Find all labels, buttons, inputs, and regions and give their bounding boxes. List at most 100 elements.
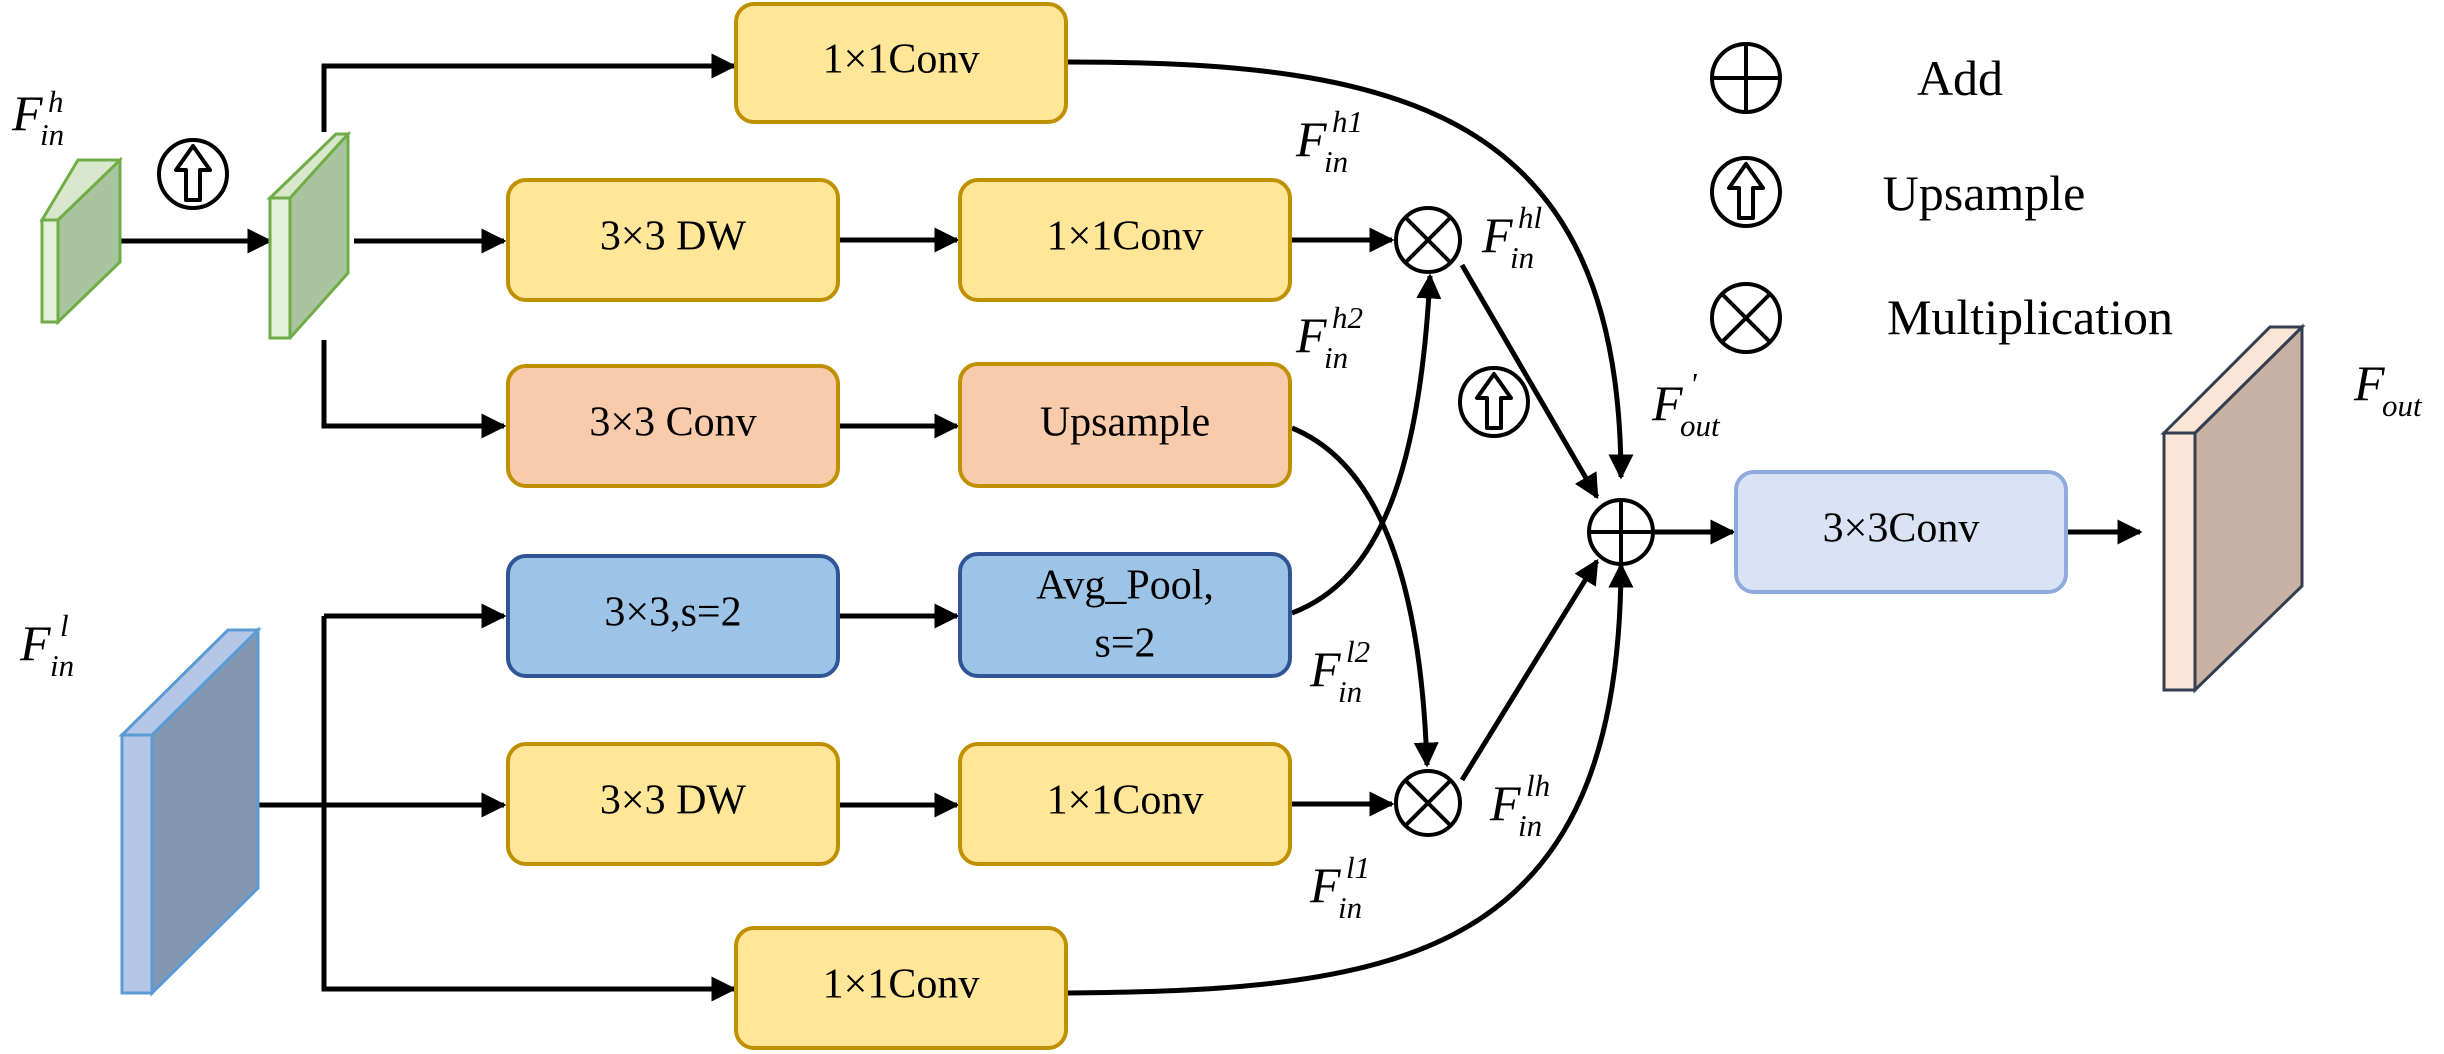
circle-plus-icon <box>1712 44 1780 112</box>
legend: Add Upsample Multiplication <box>1710 42 2173 354</box>
label-f-in-l-main: F <box>19 615 51 671</box>
label-f-in-l1-sub: in <box>1338 890 1362 925</box>
label-f-in-l1: F l1 in <box>1309 850 1370 925</box>
box-upsample-h-rect <box>958 362 1292 488</box>
circle-times-icon <box>1403 215 1453 265</box>
label-f-in-lh-sub: in <box>1518 808 1542 843</box>
label-f-in-hl: F hl in <box>1481 200 1542 275</box>
box-conv1x1-h-label: 1×1Conv <box>1047 214 1204 260</box>
label-f-in-h1-sup: h1 <box>1332 104 1363 139</box>
box-conv-s2-l: 3×3,s=2 <box>506 554 840 678</box>
tensor-input-l <box>118 626 262 997</box>
label-f-in-l2-sub: in <box>1338 674 1362 709</box>
upsample-icon-hl <box>1458 366 1530 438</box>
label-f-in-h1-sub: in <box>1324 144 1348 179</box>
box-conv1x1-top-label: 1×1Conv <box>823 37 980 83</box>
upsample-icon-input <box>157 138 229 210</box>
box-conv1x1-top: 1×1Conv <box>734 2 1068 124</box>
label-f-in-hl-sup: hl <box>1518 200 1542 235</box>
box-avgpool-rect <box>958 552 1292 678</box>
box-conv1x1-h-rect <box>958 178 1292 302</box>
box-conv1x1-l-label: 1×1Conv <box>1047 778 1204 824</box>
curve-bottom-conv1x1-to-add <box>1067 562 1634 996</box>
box-dw-l-rect <box>506 742 840 866</box>
multiply-node-bottom <box>1394 769 1462 837</box>
legend-multiplication: Multiplication <box>1710 282 2173 354</box>
label-f-out: F out <box>2353 355 2423 423</box>
label-f-in-h2: F h2 in <box>1295 300 1363 375</box>
label-f-in-h1-main: F <box>1295 111 1327 167</box>
tensor-output <box>2160 323 2306 694</box>
box-conv3x3-out-label: 3×3Conv <box>1823 506 1980 552</box>
label-f-in-l2-main: F <box>1309 641 1341 697</box>
label-f-in-h-sup: h <box>48 84 64 119</box>
label-f-out-prime-sup: ' <box>1690 366 1698 401</box>
box-conv1x1-h: 1×1Conv <box>958 178 1292 302</box>
circle-plus-icon <box>1589 500 1653 564</box>
label-f-in-h-main: F <box>11 85 43 141</box>
label-f-in-hl-main: F <box>1481 207 1513 263</box>
box-dw-l-label: 3×3 DW <box>600 778 747 824</box>
box-dw-h-label: 3×3 DW <box>600 214 747 260</box>
label-f-out-main: F <box>2353 355 2385 411</box>
curve-avgpool-to-top-multiply <box>1291 273 1442 616</box>
curve-top-conv1x1-to-add <box>1067 59 1634 480</box>
up-arrow-glyph <box>1475 372 1513 430</box>
label-f-out-prime-main: F <box>1651 375 1683 431</box>
label-f-in-lh-main: F <box>1489 775 1521 831</box>
circle-times-icon <box>1403 778 1453 828</box>
box-conv1x1-bottom-label: 1×1Conv <box>823 962 980 1008</box>
legend-upsample: Upsample <box>1710 156 2086 228</box>
box-conv3x3-h-label: 3×3 Conv <box>589 400 756 446</box>
box-conv-s2-l-rect <box>506 554 840 678</box>
box-conv1x1-l-rect <box>958 742 1292 866</box>
tensor-input-h <box>39 156 123 326</box>
box-upsample-h-label: Upsample <box>1040 400 1210 446</box>
up-arrow-glyph <box>174 144 212 202</box>
box-avgpool-label-line2: s=2 <box>1094 621 1155 667</box>
label-f-in-l: F l in <box>19 608 74 683</box>
curve-upsample-to-bottom-multiply <box>1291 425 1439 768</box>
label-f-in-l2: F l2 in <box>1309 634 1370 709</box>
tensor-upsampled-h-front <box>268 196 292 340</box>
arrow-bottom-multiply-to-add <box>1459 558 1600 782</box>
tensor-input-h-front <box>40 218 60 324</box>
box-dw-h-rect <box>506 178 840 302</box>
circle-times-icon <box>1720 292 1772 344</box>
label-f-in-l2-sup: l2 <box>1346 634 1370 669</box>
up-arrow-glyph <box>1727 162 1765 220</box>
box-conv1x1-bottom: 1×1Conv <box>734 926 1068 1050</box>
label-f-in-h-sub: in <box>40 117 64 152</box>
label-f-in-h2-sup: h2 <box>1332 300 1363 335</box>
box-dw-h: 3×3 DW <box>506 178 840 302</box>
box-avgpool: Avg_Pool, s=2 <box>958 552 1292 678</box>
arrow-to-conv3x3-h <box>321 340 507 439</box>
arrow-to-top-conv1x1 <box>321 53 737 132</box>
box-upsample-h: Upsample <box>958 362 1292 488</box>
tensor-output-front <box>2162 431 2197 692</box>
label-f-in-h2-main: F <box>1295 307 1327 363</box>
label-f-out-prime-sub: out <box>1680 408 1721 443</box>
label-f-in-h2-sub: in <box>1324 340 1348 375</box>
label-f-in-hl-sub: in <box>1510 240 1534 275</box>
label-f-in-h1: F h1 in <box>1295 104 1363 179</box>
box-conv1x1-l: 1×1Conv <box>958 742 1292 866</box>
add-node <box>1587 498 1655 566</box>
label-f-out-sub: out <box>2382 388 2423 423</box>
legend-add: Add <box>1710 42 2003 114</box>
box-dw-l: 3×3 DW <box>506 742 840 866</box>
box-conv1x1-top-rect <box>734 2 1068 124</box>
label-f-in-l-sup: l <box>60 608 69 643</box>
label-f-in-lh: F lh in <box>1489 768 1550 843</box>
multiply-node-top <box>1394 206 1462 274</box>
legend-upsample-label: Upsample <box>1883 165 2086 221</box>
box-conv1x1-bottom-rect <box>734 926 1068 1050</box>
label-f-in-l-sub: in <box>50 648 74 683</box>
tensor-upsampled-h-top <box>266 132 352 200</box>
label-f-in-lh-sup: lh <box>1526 768 1550 803</box>
box-conv-s2-l-label: 3×3,s=2 <box>604 590 741 636</box>
tensor-upsampled-h <box>266 130 352 340</box>
connection-lines <box>120 53 2143 1002</box>
